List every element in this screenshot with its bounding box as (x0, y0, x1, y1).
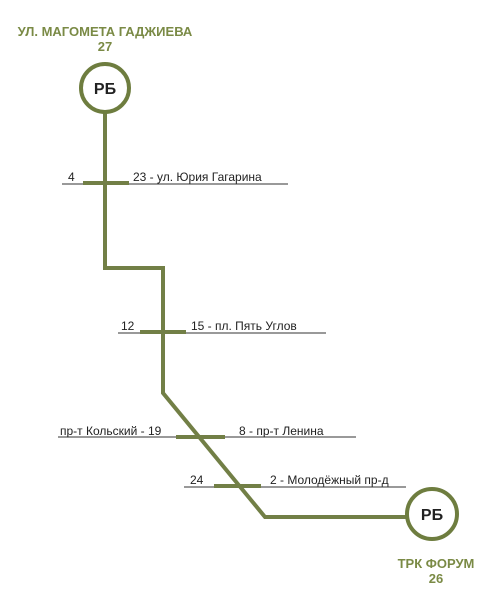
top-terminal-badge-text: РБ (94, 81, 116, 98)
top-terminal-street: УЛ. МАГОМЕТА ГАДЖИЕВА (17, 24, 193, 39)
stop-1-left-label: 4 (68, 170, 75, 184)
bottom-terminal-badge: РБ (405, 487, 459, 541)
top-terminal-number: 27 (97, 39, 113, 54)
stop-4-right-label: 2 - Молодёжный пр-д (270, 473, 389, 487)
stop-2-right-label: 15 - пл. Пять Углов (191, 319, 297, 333)
bottom-terminal-street: ТРК ФОРУМ (397, 556, 475, 571)
stop-2-left-label: 12 (121, 319, 135, 333)
stop-1-right-label: 23 - ул. Юрия Гагарина (133, 170, 262, 184)
stop-3-right-label: 8 - пр-т Ленина (239, 424, 324, 438)
stop-4-left-label: 24 (190, 473, 204, 487)
bottom-terminal-badge-text: РБ (421, 507, 443, 524)
stop-3-left-label: пр-т Кольский - 19 (60, 424, 162, 438)
top-terminal-badge: РБ (79, 62, 131, 114)
bottom-terminal-number: 26 (428, 571, 444, 586)
